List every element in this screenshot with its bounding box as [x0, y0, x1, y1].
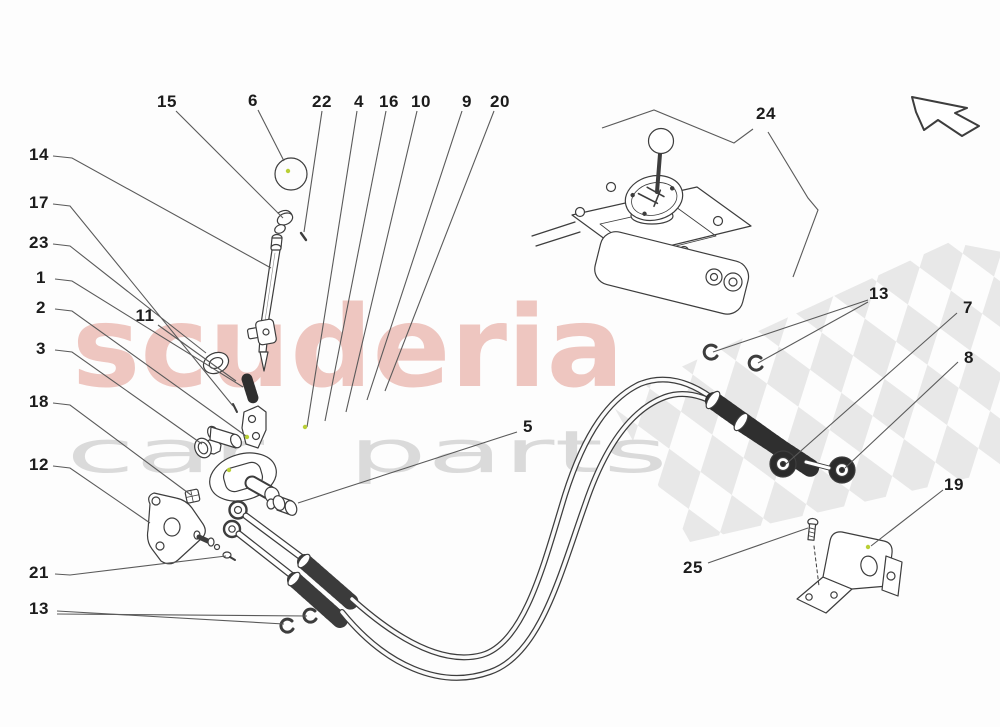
- small-hardware: [184, 488, 236, 561]
- mounting-bracket-left: [146, 492, 221, 565]
- bracket-screw: [807, 517, 819, 541]
- control-cables: [339, 376, 821, 681]
- watermark-secondary-word2: parts: [348, 418, 668, 486]
- cable-rod-ends: [222, 500, 360, 628]
- direction-arrow-icon: [911, 96, 980, 137]
- watermark-primary: scuderia: [72, 283, 624, 413]
- shifter-assembly: [531, 127, 752, 315]
- gear-knob: [647, 127, 675, 155]
- mounting-bracket-right: [796, 517, 903, 614]
- detail-circle: [274, 157, 308, 191]
